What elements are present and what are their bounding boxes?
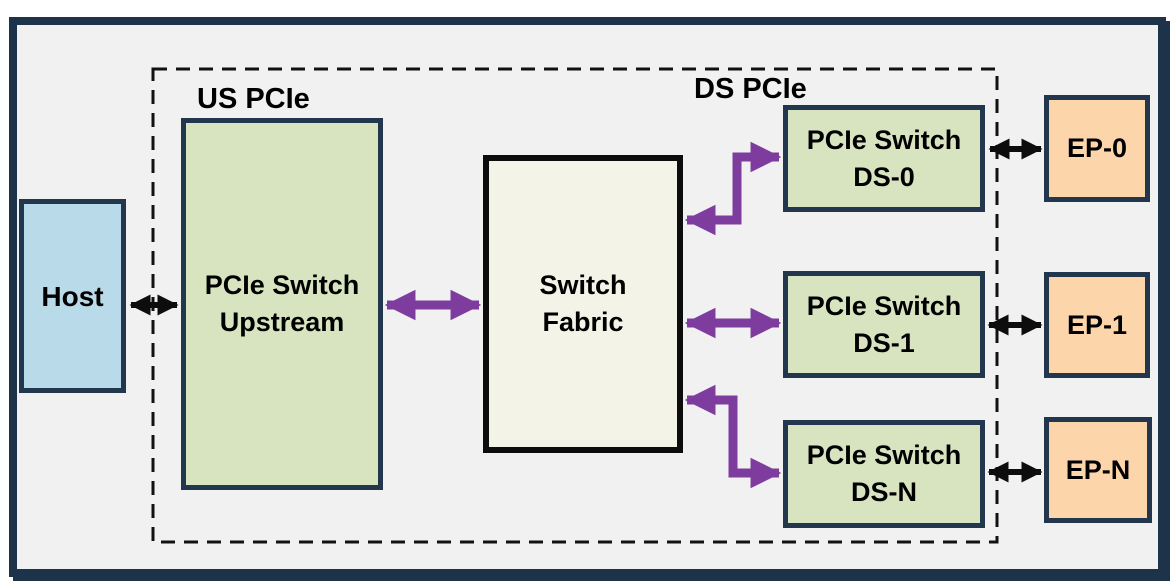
pcie-switch-ds0-box: PCIe Switch DS-0 xyxy=(783,105,985,212)
epn-box: EP-N xyxy=(1044,417,1152,523)
ds1-label-line1: PCIe Switch xyxy=(806,290,962,321)
switch-fabric-box: Switch Fabric xyxy=(483,155,683,453)
fabric-label-line1: Switch xyxy=(539,270,627,300)
upstream-label-line1: PCIe Switch xyxy=(204,270,360,300)
pcie-switch-ds1-box: PCIe Switch DS-1 xyxy=(783,271,985,378)
ep1-label: EP-1 xyxy=(1066,309,1128,340)
ds0-label-line1: PCIe Switch xyxy=(806,124,962,155)
ep0-box: EP-0 xyxy=(1044,95,1150,202)
ep1-box: EP-1 xyxy=(1044,272,1150,378)
upstream-label-line2: Upstream xyxy=(219,307,345,337)
us-pcie-label: US PCIe xyxy=(197,83,310,115)
ep0-label: EP-0 xyxy=(1066,133,1128,163)
dsn-label-line1: PCIe Switch xyxy=(806,440,962,470)
pcie-switch-upstream-box: PCIe Switch Upstream xyxy=(181,118,383,490)
host-box: Host xyxy=(19,199,126,393)
ds0-label-line2: DS-0 xyxy=(853,161,915,192)
pcie-switch-dsn-box: PCIe Switch DS-N xyxy=(783,420,985,528)
host-label: Host xyxy=(41,280,104,312)
dsn-label-line2: DS-N xyxy=(851,477,917,507)
ds1-label-line2: DS-1 xyxy=(853,327,915,358)
epn-label: EP-N xyxy=(1065,454,1131,485)
fabric-label-line2: Fabric xyxy=(542,307,624,337)
ds-pcie-label: DS PCIe xyxy=(694,73,807,105)
